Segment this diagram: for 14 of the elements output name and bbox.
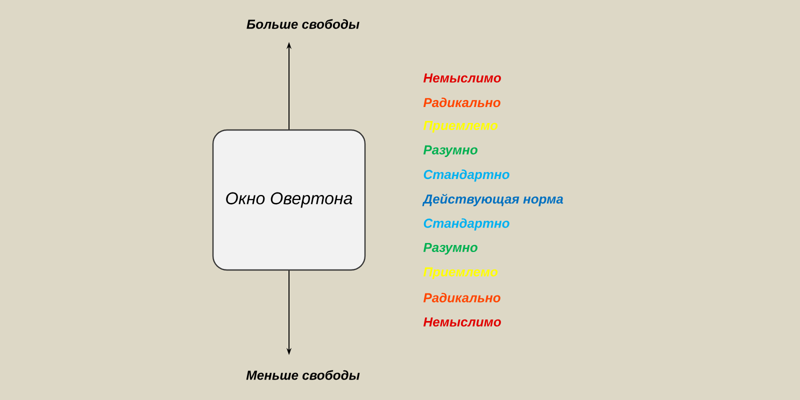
scale-label: Стандартно: [424, 218, 510, 230]
scale-label: Радикально: [423, 98, 500, 108]
axis-label: Меньше свободы: [246, 370, 360, 380]
scale-label: Радикально: [423, 292, 500, 302]
window-box: Окно Овертона: [212, 129, 366, 271]
scale-label: Немыслимо: [423, 317, 501, 327]
scale-label: Разумно: [423, 145, 478, 158]
scale-label: Разумно: [423, 243, 478, 255]
axis-label: Больше свободы: [246, 19, 360, 29]
scale-label: Действующая норма: [422, 194, 564, 206]
scale-label: Приемлемо: [423, 120, 498, 133]
scale-label: Немыслимо: [423, 73, 501, 83]
scale-label: Стандартно: [424, 170, 510, 182]
scale-label: Приемлемо: [423, 267, 498, 280]
